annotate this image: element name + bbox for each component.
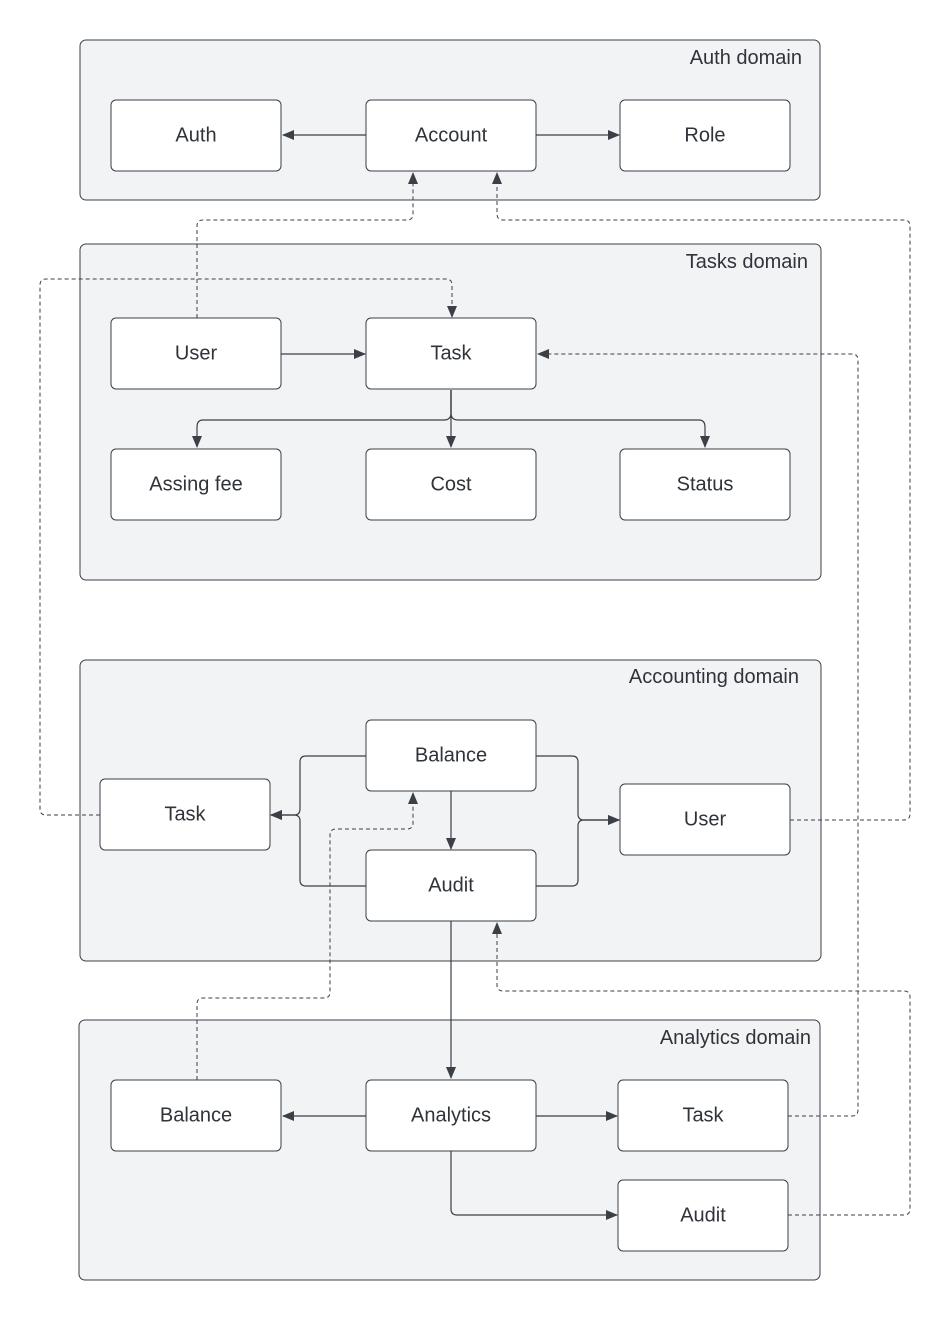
svg-text:User: User (684, 809, 727, 831)
edge-accounting-user-to-account (492, 172, 911, 821)
node-accounting-balance: Balance (365, 719, 537, 792)
node-analytics-audit: Audit (617, 1179, 789, 1252)
svg-text:Role: Role (684, 125, 725, 147)
svg-text:Cost: Cost (430, 474, 472, 496)
svg-text:Status: Status (677, 474, 734, 496)
accounting-domain-title: Accounting domain (629, 666, 799, 688)
edge-analytics-balance-to-balance (196, 792, 418, 1080)
auth-domain-title: Auth domain (690, 47, 802, 69)
edge-audit-to-user (536, 815, 620, 887)
node-analytics: Analytics (365, 1079, 537, 1152)
svg-text:Balance: Balance (160, 1105, 232, 1127)
edge-balance-to-task (270, 755, 366, 820)
svg-text:Audit: Audit (680, 1205, 726, 1227)
node-role: Role (619, 99, 791, 172)
node-status: Status (619, 448, 791, 521)
analytics-domain-title: Analytics domain (660, 1027, 811, 1049)
node-assign-fee: Assing fee (110, 448, 282, 521)
svg-text:User: User (175, 343, 218, 365)
dashed-edges (39, 172, 911, 1216)
node-account: Account (365, 99, 537, 172)
edge-audit-to-task (270, 810, 366, 887)
edge-accounting-task-to-task (39, 278, 457, 816)
node-cost: Cost (365, 448, 537, 521)
edge-analytics-audit-to-audit (492, 922, 911, 1216)
node-auth: Auth (110, 99, 282, 172)
edge-task-to-status (450, 390, 710, 448)
svg-text:Task: Task (682, 1105, 724, 1127)
node-accounting-user: User (619, 783, 791, 856)
svg-text:Analytics: Analytics (411, 1105, 491, 1127)
edge-tasks-user-to-account (196, 172, 418, 318)
edge-balance-to-user (536, 755, 620, 825)
node-analytics-balance: Balance (110, 1079, 282, 1152)
node-analytics-task: Task (617, 1079, 789, 1152)
node-tasks-user: User (110, 317, 282, 390)
edge-analytics-to-audit (450, 1151, 618, 1220)
node-accounting-task: Task (99, 778, 271, 851)
tasks-domain-title: Tasks domain (686, 251, 808, 273)
edge-task-to-assign-fee (192, 390, 452, 448)
svg-text:Assing fee: Assing fee (149, 474, 242, 496)
node-accounting-audit: Audit (365, 849, 537, 922)
svg-text:Account: Account (415, 125, 488, 147)
solid-edges (192, 130, 710, 1220)
svg-text:Task: Task (164, 804, 206, 826)
svg-text:Task: Task (430, 343, 472, 365)
svg-text:Audit: Audit (428, 875, 474, 897)
nodes: Auth Account Role User Task Assing fee C… (99, 99, 791, 1252)
svg-text:Balance: Balance (415, 745, 487, 767)
node-tasks-task: Task (365, 317, 537, 390)
edge-analytics-task-to-task (537, 349, 859, 1117)
svg-text:Auth: Auth (175, 125, 216, 147)
